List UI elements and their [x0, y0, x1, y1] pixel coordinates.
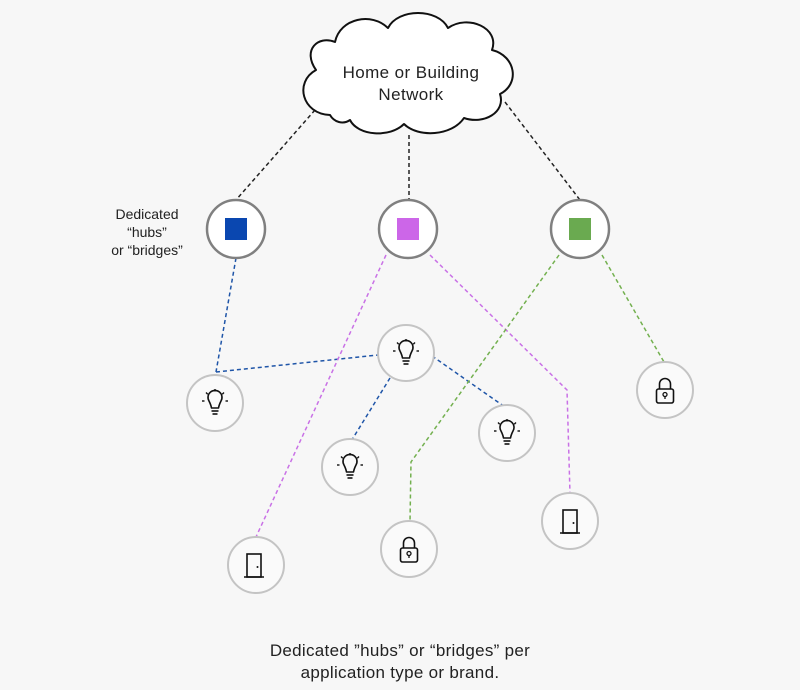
link-hub-purple-door-right: [429, 254, 571, 495]
cloud-shape: [302, 12, 514, 135]
device-lock-middle: [380, 520, 438, 578]
device-bulb-lower-middle: [321, 438, 379, 496]
hub-green: [549, 198, 611, 260]
hub-label-line2: “hubs”: [127, 224, 167, 240]
link-hub-green-lock-middle: [409, 254, 560, 523]
hub-label-line1: Dedicated: [115, 206, 179, 222]
hub-label: Dedicated “hubs” or “bridges”: [92, 205, 202, 259]
hub-purple-square: [397, 218, 419, 240]
hub-label-line3: or “bridges”: [111, 242, 183, 258]
cloud-label-line1: Home or Building: [343, 63, 480, 82]
link-hub-purple-door-left: [255, 254, 387, 538]
device-bulb-left: [186, 374, 244, 432]
device-door-left: [227, 536, 285, 594]
cloud-label-line2: Network: [378, 85, 443, 104]
device-bulb-right: [478, 404, 536, 462]
device-lock-right: [636, 361, 694, 419]
hub-blue: [205, 198, 267, 260]
device-bulb-center: [377, 324, 435, 382]
network-cloud: Home or Building Network: [302, 12, 514, 135]
hub-blue-square: [225, 218, 247, 240]
link-network-hub-green: [504, 101, 581, 201]
purple-links: [255, 254, 571, 538]
hub-green-square: [569, 218, 591, 240]
link-network-hub-blue: [235, 109, 316, 201]
device-door-right: [541, 492, 599, 550]
link-hub-blue-bulb-left: [215, 257, 237, 373]
caption-line2: application type or brand.: [300, 663, 500, 682]
diagram-caption: Dedicated ”hubs” or “bridges” per applic…: [150, 640, 650, 684]
caption-line1: Dedicated ”hubs” or “bridges” per: [269, 641, 531, 660]
link-hub-green-lock-right: [601, 254, 665, 363]
green-links: [409, 254, 665, 523]
link-bulb-left-bulb-center: [215, 354, 379, 373]
network-links: [235, 101, 581, 201]
hub-purple: [377, 198, 439, 260]
link-bulb-center-bulb-lower-middle: [349, 377, 391, 444]
